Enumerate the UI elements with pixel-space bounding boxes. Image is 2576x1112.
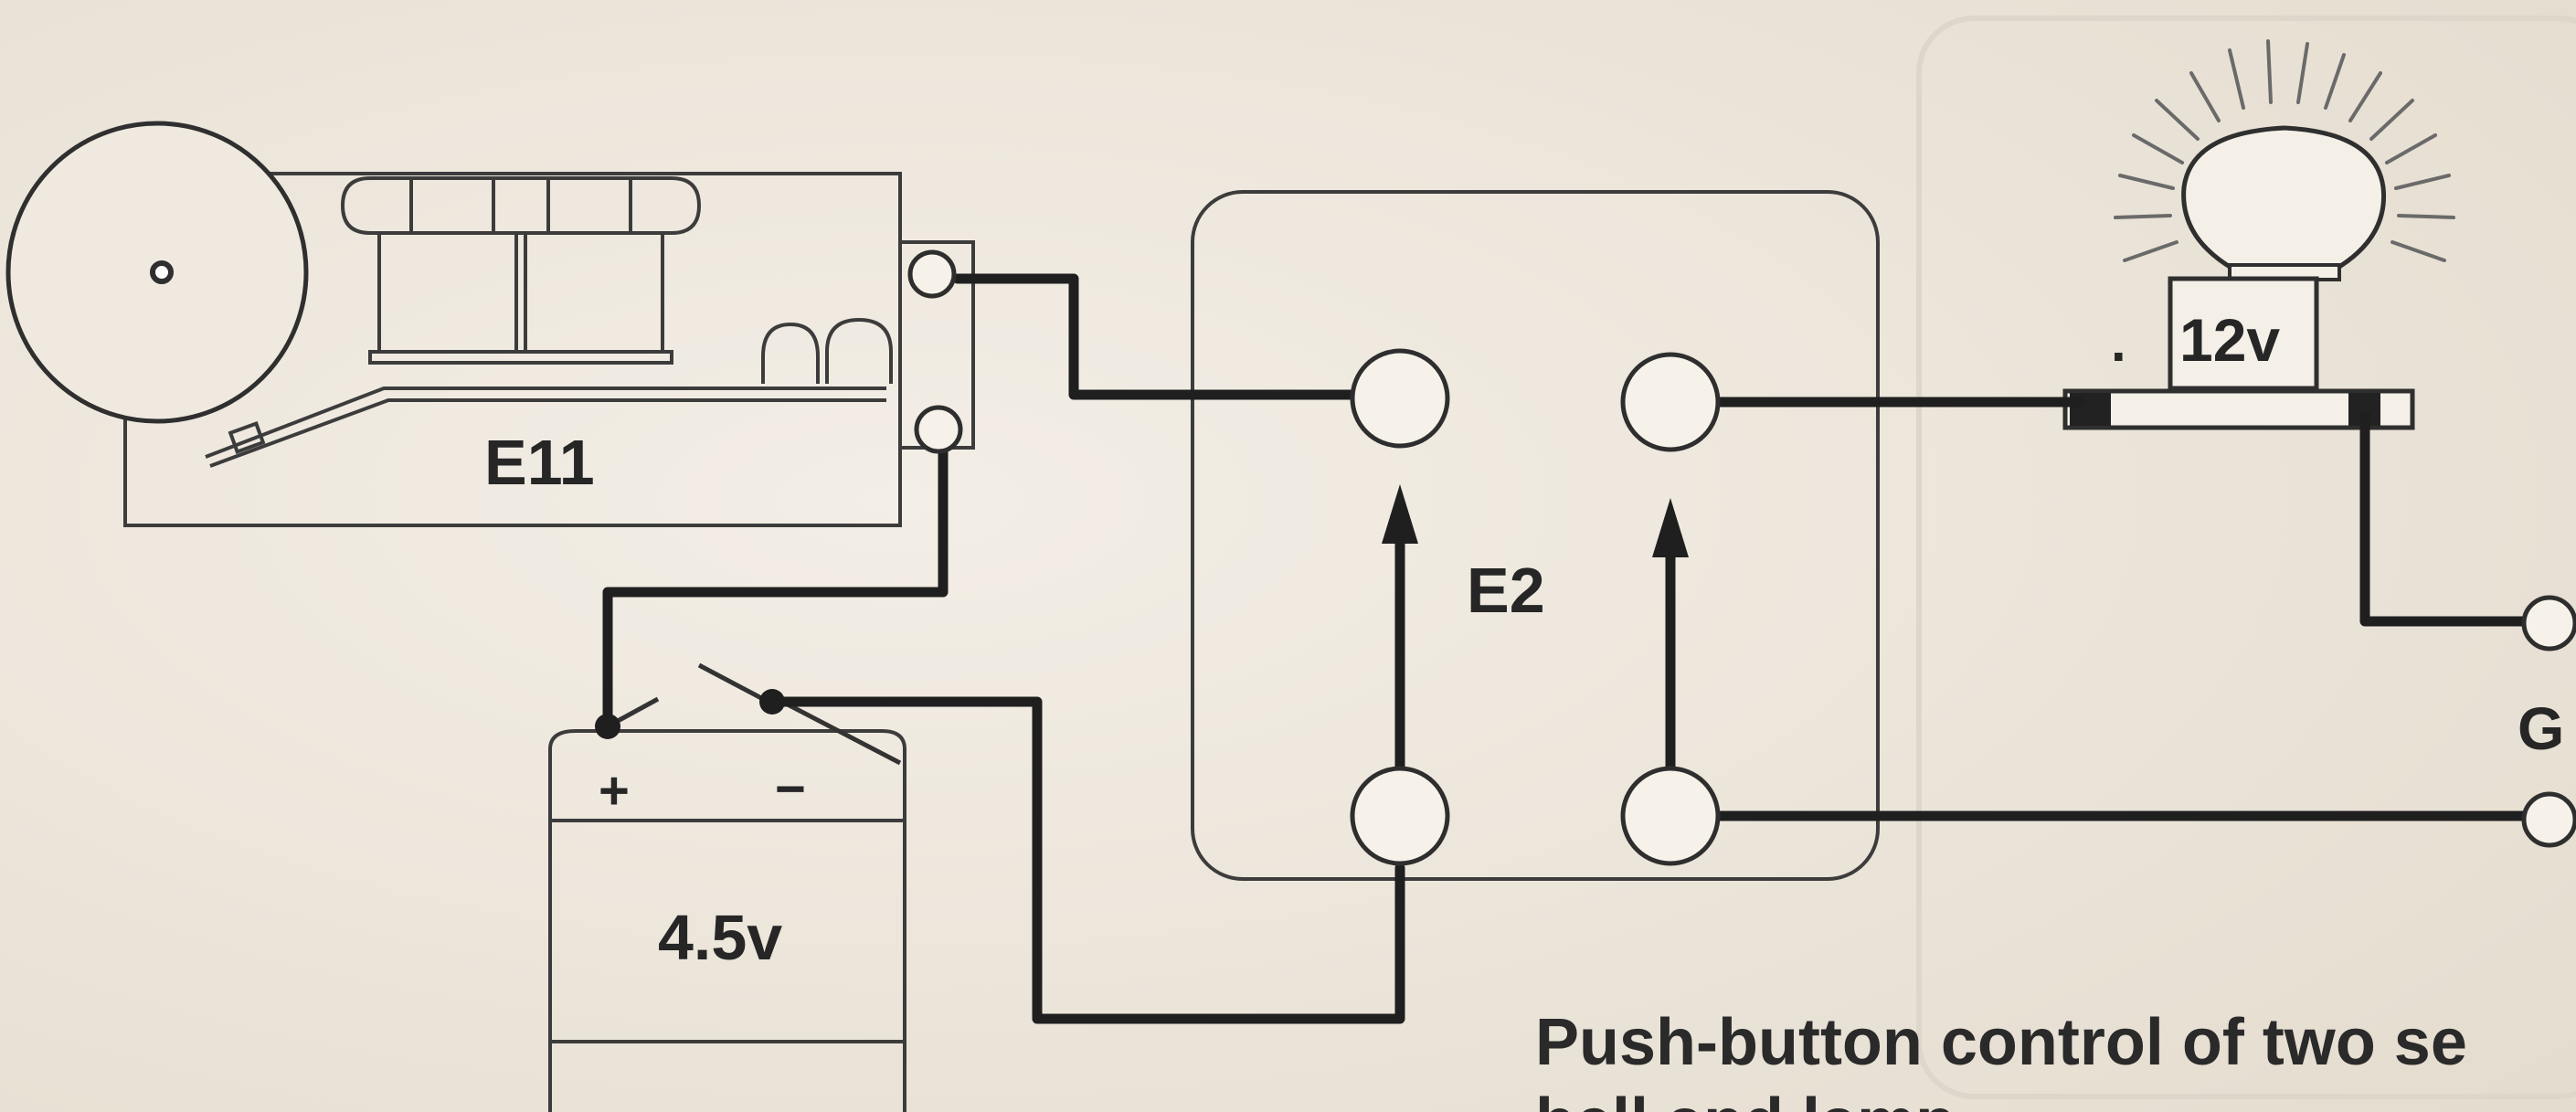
bell-terminal-lower [914, 405, 963, 454]
switch-panel-frame [1191, 190, 1880, 881]
bell-label: E11 [484, 427, 595, 498]
wire-bell-to-battery [602, 442, 949, 732]
wire-battery-to-e2 [767, 696, 1405, 1024]
ground-label: G [2518, 694, 2564, 762]
e2-terminal-bottom-left [1350, 766, 1450, 866]
wires [595, 273, 2535, 1024]
bell-hammer [228, 420, 266, 455]
battery-minus-sign: − [775, 759, 806, 819]
gong-screw [150, 260, 174, 284]
switch-panel-label: E2 [1467, 555, 1545, 626]
e2-terminal-bottom-right [1620, 766, 1721, 866]
ground-terminal-upper [2521, 595, 2576, 651]
bell-armature [205, 387, 886, 459]
lamp-12v: 12v . [2062, 39, 2455, 430]
lamp-glow-rays [2114, 39, 2455, 262]
lamp-dot-mark: . [2111, 312, 2126, 373]
coil-top [340, 176, 702, 235]
caption-line-1: Push-button control of two se [1535, 1006, 2467, 1079]
battery-switch-lever [697, 662, 765, 702]
battery-4-5v: + − 4.5v [548, 662, 906, 1112]
bell-terminal-upper [907, 249, 957, 299]
caption-line-2: bell and lamp [1535, 1086, 1956, 1112]
wire-bell-to-e2 [952, 273, 1355, 400]
bell-e11: E11 [5, 121, 975, 527]
push-arrow-left [1382, 484, 1418, 544]
battery-plus-sign: + [599, 761, 630, 821]
lamp-bulb [2181, 125, 2387, 272]
push-arrow-right [1652, 498, 1689, 557]
switch-panel-e2: E2 [1191, 190, 1880, 881]
ground-terminal-lower [2521, 791, 2576, 848]
e2-terminal-top-right [1620, 352, 1721, 452]
battery-case [548, 729, 906, 1112]
caption: Push-button control of two se bell and l… [1535, 1006, 2467, 1112]
terminals [907, 249, 2576, 866]
battery-label: 4.5v [658, 902, 782, 973]
e2-terminal-top-left [1350, 348, 1450, 449]
background-ghost-panel [1916, 16, 2576, 1099]
contact-hump-1 [761, 322, 820, 384]
lamp-base [2168, 276, 2319, 391]
wire-lamp-to-ground [2359, 410, 2535, 627]
contact-hump-2 [825, 317, 893, 384]
lamp-label: 12v [2179, 306, 2280, 374]
